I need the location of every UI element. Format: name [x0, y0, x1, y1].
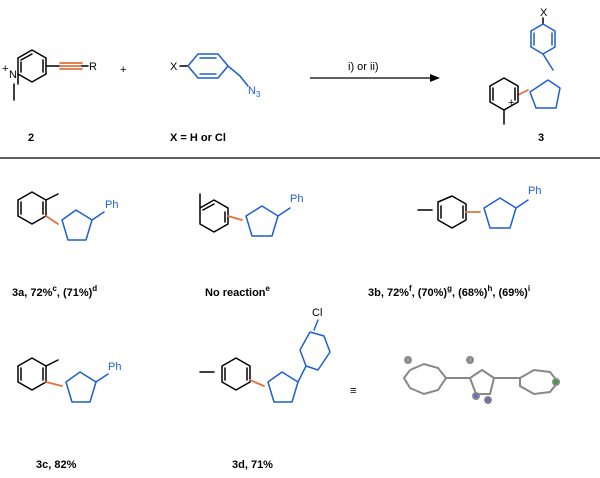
3a-yield: 3a, 72%c, (71%)d [12, 284, 97, 299]
nr-ph: Ph [290, 193, 303, 205]
azide-n3: N3 [248, 85, 261, 99]
compound-3d: Cl 3d, 71% [199, 307, 331, 471]
compound-3a: Ph 3a, 72%c, (71%)d [12, 191, 118, 299]
r-group: R [89, 61, 97, 73]
equivalence-symbol: ≡ [350, 385, 356, 397]
3c-yield: 3c, 82% [36, 459, 77, 471]
3d-yield: 3d, 71% [232, 459, 273, 471]
compound-no-reaction: Ph No reactione [199, 193, 303, 299]
reactant-label: 2 [28, 132, 34, 144]
benzyl-azide: X N3 X = H or Cl [170, 53, 261, 144]
plus-sign: + [120, 64, 126, 76]
n-atom: N [9, 69, 17, 81]
compound-3b: Ph 3b, 72%f, (70%)g, (68%)h, (69%)i [368, 185, 541, 299]
3b-ph: Ph [528, 185, 541, 197]
x-substituent: X [170, 61, 178, 73]
conditions: i) or ii) [348, 61, 379, 73]
compound-3c: Ph 3c, 82% [17, 357, 121, 471]
3a-ph: Ph [105, 199, 118, 211]
3b-yield: 3b, 72%f, (70%)g, (68%)h, (69%)i [368, 284, 530, 299]
charge: + [2, 63, 8, 75]
crystal-structure [402, 356, 560, 404]
product-3: X + 3 [489, 7, 561, 144]
no-reaction-text: No reactione [205, 284, 271, 299]
x-definition: X = H or Cl [170, 132, 226, 144]
product-label: 3 [538, 132, 544, 144]
product-x: X [540, 7, 548, 19]
reactant-2: N + R 2 [2, 49, 97, 144]
3c-ph: Ph [108, 361, 121, 373]
product-charge: + [508, 97, 514, 109]
3d-cl: Cl [312, 307, 322, 319]
reaction-arrow: i) or ii) [310, 61, 440, 82]
